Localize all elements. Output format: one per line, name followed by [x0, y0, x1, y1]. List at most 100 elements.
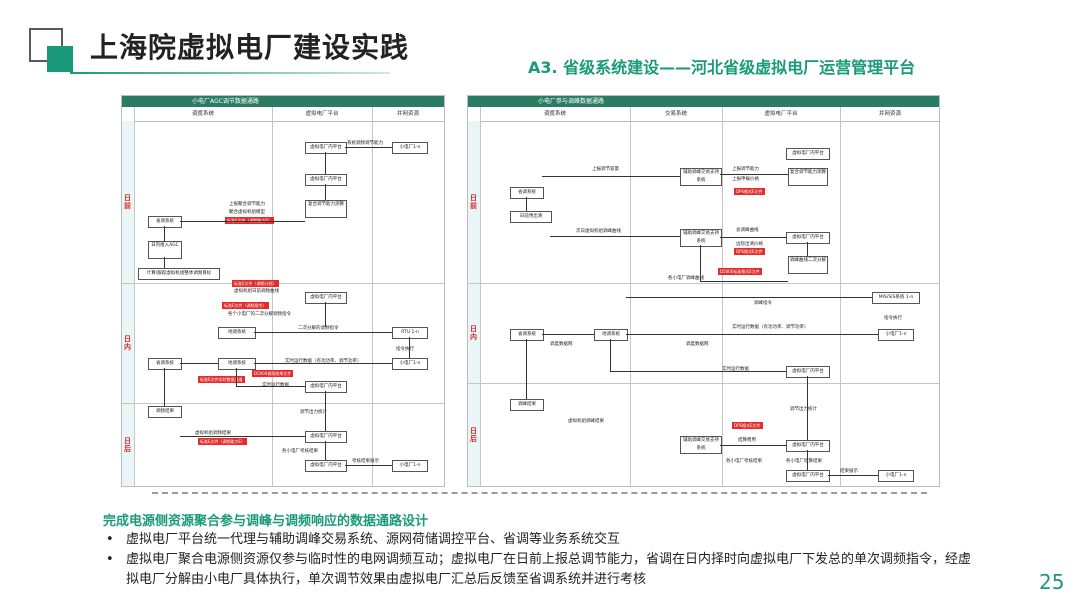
flow-box: 虚拟电厂内平台: [305, 142, 347, 154]
summary-bullets: • 虚拟电厂平台统一代理与辅助调峰交易系统、源网荷储调控平台、省调等业务系统交互…: [104, 530, 974, 590]
flow-label: 考核结果展示: [352, 459, 379, 464]
flow-label: 实时运行数据: [262, 383, 289, 388]
column-label: 虚拟电厂平台: [305, 111, 339, 117]
column-label: 虚拟电厂平台: [764, 111, 798, 117]
flow-box: 虚拟电厂内平台: [786, 440, 830, 452]
lane-day-ahead: 日前: [122, 121, 134, 284]
format-tag: DPS格式E文件: [734, 188, 765, 195]
flow-box: RTU 1-n: [392, 327, 428, 339]
list-item: • 虚拟电厂聚合电源侧资源仅参与临时性的电网调频互动；虚拟电厂在日前上报总调节能…: [104, 550, 974, 590]
flow-box: 辅助调峰交易支持系统: [680, 436, 722, 454]
bullet-text: 虚拟电厂聚合电源侧资源仅参与临时性的电网调频互动；虚拟电厂在日前上报总调节能力，…: [126, 552, 972, 587]
flow-box: 日前预出清: [510, 211, 552, 223]
format-tag: 标准E文件（调频计划）: [232, 280, 279, 287]
flow-label: 各个小电厂的二次分解调频指令: [228, 312, 291, 317]
bullet-icon: •: [106, 532, 114, 547]
lane-post: 日后: [122, 403, 134, 486]
flow-label: 结果展示: [840, 469, 858, 474]
flow-label: 系统调频调节能力: [347, 141, 383, 146]
flow-label: 调节出力统计: [790, 407, 817, 412]
column-label: 并网资源: [396, 111, 419, 117]
logo-icon: [29, 28, 75, 74]
flow-label: 上报调节能力: [732, 167, 759, 172]
flow-box: 复合调节能力测算: [788, 168, 828, 186]
flow-box: 小电厂1-n: [392, 460, 428, 472]
flow-box: 省调系统: [510, 329, 544, 341]
flow-label: 边际出清价格: [736, 242, 763, 247]
bullet-icon: •: [106, 552, 114, 567]
flow-label: 指令执行: [396, 347, 414, 352]
lane-intraday: 日内: [468, 283, 480, 384]
flow-box: 虚拟电厂内平台: [305, 431, 347, 443]
section-divider: [152, 492, 927, 494]
format-tag: 标准E文件（调频能力E）: [198, 438, 248, 445]
flow-box: 小电厂1-n: [392, 142, 428, 154]
flow-box: 虚拟电厂内平台: [786, 148, 830, 160]
flow-box: 省调系统: [148, 358, 182, 370]
flow-label: 上报调节容量: [592, 167, 619, 172]
flow-label: 各小电厂考核结果: [726, 459, 762, 464]
flow-box: 辅助调峰交易支持系统: [680, 229, 722, 247]
flow-label: 总调峰曲线: [736, 228, 759, 233]
flow-box: 辅助调峰交易支持系统: [680, 168, 722, 186]
flow-label: 调度数据网: [550, 342, 573, 347]
flow-label: 上报申报价格: [732, 177, 759, 182]
list-item: • 虚拟电厂平台统一代理与辅助调峰交易系统、源网荷储调控平台、省调等业务系统交互: [104, 530, 974, 550]
diagram-title: 小电厂参与调峰数据通路: [468, 96, 939, 107]
flow-label: 各小电厂考核结果: [282, 449, 318, 454]
title-underline: [70, 72, 390, 74]
flow-box: 省调系统: [148, 216, 182, 228]
column-label: 调度系统: [191, 111, 214, 117]
flow-box: MIS/SIS系统 1-n: [872, 292, 920, 304]
flow-label: 指令执行: [884, 316, 902, 321]
lane-day-ahead: 日前: [468, 121, 480, 284]
format-tag: 标准E文件（调频能力E）: [225, 217, 275, 224]
flow-label: 结算费用: [738, 438, 756, 443]
lane-intraday: 日内: [122, 283, 134, 404]
flow-box: 虚拟电厂内平台: [305, 381, 347, 393]
flow-label: 调度数据网: [686, 342, 709, 347]
format-tag: 标准E文件实时数据通道: [198, 376, 245, 383]
flow-box: 计算/跟踪虚拟机组整体调频目标: [138, 268, 220, 280]
flow-label: 实时运行数据: [722, 367, 749, 372]
flow-box: 调频结果: [148, 406, 182, 418]
flow-box: 虚拟电厂内平台: [305, 292, 347, 304]
flow-label: 调峰指令: [754, 301, 772, 306]
flow-box: 调峰结果: [510, 399, 544, 411]
flow-box: 调峰曲线二次分解: [788, 256, 828, 274]
flow-box: 虚拟电厂内平台: [786, 470, 830, 482]
column-header: 调度系统 虚拟电厂平台 并网资源: [134, 107, 444, 122]
flow-label: 虚拟机组调频结果: [195, 431, 231, 436]
format-tag: DPS格式E文件: [734, 248, 765, 255]
flow-box: 地调系统: [218, 358, 256, 370]
flow-box: 小电厂1-n: [878, 470, 914, 482]
column-header: 调度系统 交易系统 虚拟电厂平台 并网资源: [480, 107, 939, 122]
flow-box: 虚拟电厂内平台: [786, 232, 830, 244]
flow-label: 调节出力统计: [300, 410, 327, 415]
flow-label: 聚合虚拟机组模型: [229, 210, 265, 215]
flow-label: 虚拟机组调峰结果: [568, 419, 604, 424]
flow-box: 虚拟电厂内平台: [305, 174, 347, 186]
flow-label: 实时运行数据（有功功率、调节功率）: [285, 359, 362, 364]
column-label: 交易系统: [664, 111, 687, 117]
diagram-agc: 小电厂AGC调节数据通路 调度系统 虚拟电厂平台 并网资源 日前 日内 日后 虚…: [121, 95, 445, 487]
lane-post: 日后: [468, 383, 480, 486]
format-tag: D5000调频结果文件: [252, 370, 294, 377]
flow-box: 小电厂1-n: [878, 329, 914, 341]
flow-label: 上报聚合调节能力: [229, 202, 265, 207]
diagram-title: 小电厂AGC调节数据通路: [122, 96, 444, 107]
flow-box: 省调系统: [510, 187, 544, 199]
diagram-peak-shaving: 小电厂参与调峰数据通路 调度系统 交易系统 虚拟电厂平台 并网资源 日前 日内 …: [467, 95, 940, 487]
flow-label: 二次分解的调频指令: [298, 326, 339, 331]
bullet-text: 虚拟电厂平台统一代理与辅助调峰交易系统、源网荷储调控平台、省调等业务系统交互: [126, 532, 621, 547]
format-tag: DPS格式E文件: [732, 422, 763, 429]
column-label: 调度系统: [543, 111, 566, 117]
summary-title: 完成电源侧资源聚合参与调峰与调频响应的数据通路设计: [103, 514, 429, 529]
flow-box: 日内接入AGC: [148, 241, 182, 259]
flow-box: 小电厂1-n: [392, 358, 428, 370]
column-label: 并网资源: [878, 111, 901, 117]
flow-label: 各小电厂调峰曲线: [668, 276, 704, 281]
flow-box: 复合调节能力测算: [305, 200, 347, 218]
flow-label: 实时运行数据（有功功率、调节功率）: [732, 325, 809, 330]
flow-box: 虚拟电厂内平台: [786, 366, 830, 378]
